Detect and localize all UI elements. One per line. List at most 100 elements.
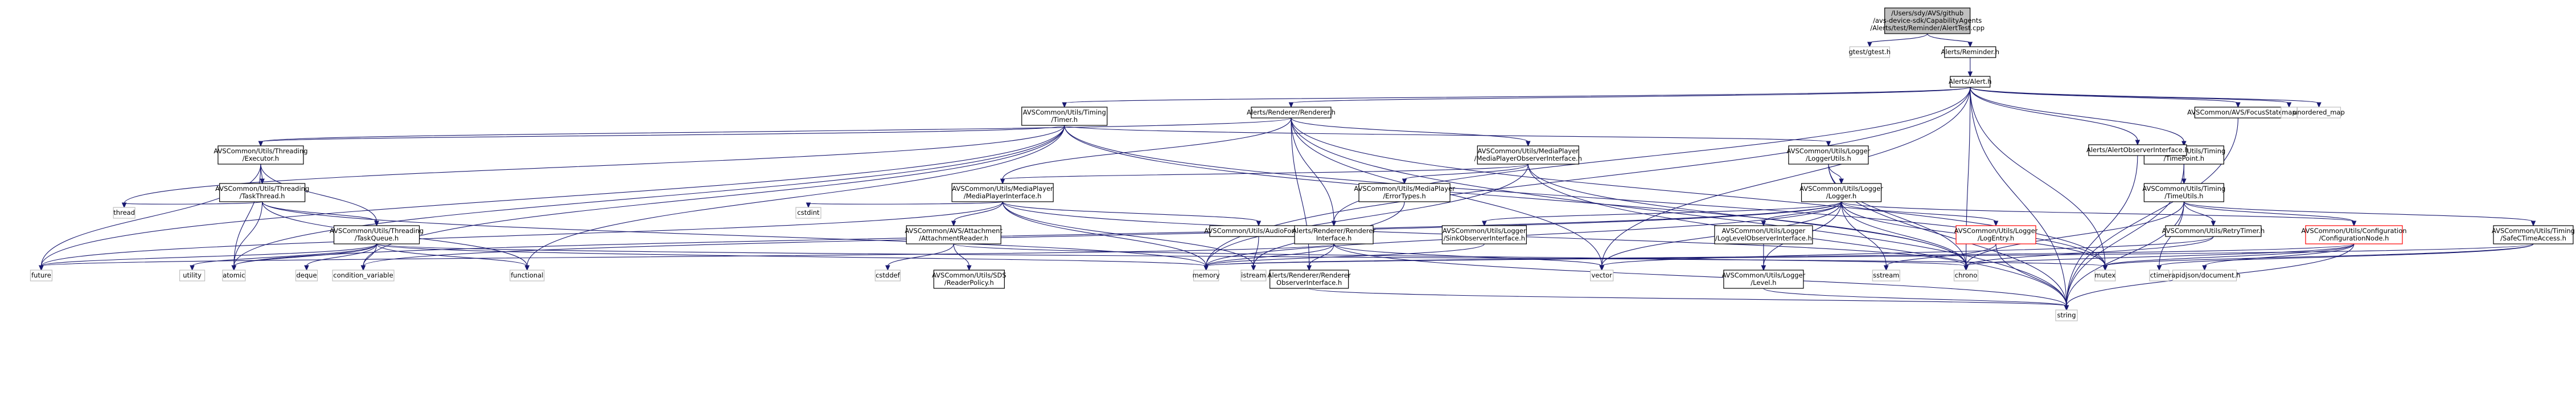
node-confignode[interactable]: AVSCommon/Utils/Configuration/Configurat… bbox=[2301, 225, 2407, 244]
node-loggerutils[interactable]: AVSCommon/Utils/Logger/LoggerUtils.h bbox=[1786, 145, 1871, 165]
edge-reminder-alert bbox=[1967, 58, 1973, 77]
node-safectime[interactable]: AVSCommon/Utils/Timing/SafeCTimeAccess.h bbox=[2492, 225, 2575, 244]
node-box bbox=[1294, 225, 1374, 244]
node-deque: deque bbox=[295, 270, 318, 281]
node-box bbox=[1441, 225, 1527, 244]
node-label: AVSCommon/Utils/MediaPlayer bbox=[952, 185, 1053, 193]
node-label: AVSCommon/Utils/Threading bbox=[330, 227, 424, 235]
node-label: /LoggerUtils.h bbox=[1806, 154, 1851, 162]
node-root[interactable]: /Users/sdy/AVS/github/avs-device-sdk/Cap… bbox=[1870, 7, 1985, 34]
node-box bbox=[1872, 270, 1900, 281]
node-box bbox=[217, 145, 304, 165]
edge-rendereriface-vector bbox=[1333, 243, 1604, 271]
node-timeutils[interactable]: AVSCommon/Utils/Timing/TimeUtils.h bbox=[2142, 183, 2225, 202]
node-box bbox=[1251, 107, 1332, 119]
edge-confignode-mutex bbox=[2102, 243, 2355, 271]
node-loglevelobs[interactable]: AVSCommon/Utils/Logger/LogLevelObserverI… bbox=[1714, 225, 1813, 244]
node-executor[interactable]: AVSCommon/Utils/Threading/Executor.h bbox=[213, 145, 308, 165]
edge-rendereriface-future bbox=[39, 243, 1334, 271]
edge-retrytimer-vector bbox=[1599, 236, 2214, 271]
edge-alert-focusstate bbox=[1970, 87, 2241, 108]
edge-taskqueue-future bbox=[39, 243, 377, 271]
node-timer[interactable]: AVSCommon/Utils/Timing/Timer.h bbox=[1021, 107, 1108, 126]
node-label: /LogLevelObserverInterface.h bbox=[1715, 234, 1812, 242]
edge-taskqueue-functional bbox=[376, 243, 530, 271]
node-logentry[interactable]: AVSCommon/Utils/Logger/LogEntry.h bbox=[1954, 225, 2038, 244]
node-label: AVSCommon/Utils/Threading bbox=[213, 147, 307, 155]
node-label: /Logger.h bbox=[1826, 192, 1856, 200]
node-box bbox=[1950, 76, 1991, 88]
node-box bbox=[1358, 183, 1451, 202]
node-reminder[interactable]: Alerts/Reminder.h bbox=[1941, 46, 1999, 58]
node-focusstate[interactable]: AVSCommon/AVS/FocusState.h bbox=[2187, 107, 2289, 119]
node-box bbox=[906, 225, 1001, 244]
node-attreader[interactable]: AVSCommon/AVS/Attachment/AttachmentReade… bbox=[905, 225, 1003, 244]
node-ctime: ctime bbox=[2149, 270, 2170, 281]
node-audiofmt[interactable]: AVSCommon/Utils/AudioFormat.h bbox=[1204, 225, 1313, 237]
node-label: /SafeCTimeAccess.h bbox=[2500, 234, 2566, 242]
edge-mpiface-cstdint bbox=[806, 201, 1003, 209]
node-label: sstream bbox=[1873, 271, 1899, 279]
node-box bbox=[1849, 46, 1890, 58]
node-renderer[interactable]: Alerts/Renderer/Renderer.h bbox=[1247, 107, 1336, 119]
node-errortypes[interactable]: AVSCommon/Utils/MediaPlayer/ErrorTypes.h bbox=[1354, 183, 1455, 202]
node-chrono: chrono bbox=[1953, 270, 1979, 281]
node-alertobs[interactable]: Alerts/AlertObserverInterface.h bbox=[2086, 144, 2189, 156]
node-taskqueue[interactable]: AVSCommon/Utils/Threading/TaskQueue.h bbox=[330, 225, 424, 244]
node-umap: unordered_map bbox=[2293, 107, 2345, 119]
node-box bbox=[1477, 145, 1579, 165]
node-logger[interactable]: AVSCommon/Utils/Logger/Logger.h bbox=[1799, 183, 1883, 202]
node-box bbox=[933, 270, 1005, 289]
node-label: AVSCommon/Utils/Logger bbox=[1443, 227, 1526, 235]
node-utility: utility bbox=[179, 270, 206, 281]
edge-taskthread-taskqueue bbox=[262, 201, 379, 227]
node-label: /TimePoint.h bbox=[2164, 154, 2205, 162]
node-retrytimer[interactable]: AVSCommon/Utils/RetryTimer.h bbox=[2162, 225, 2265, 237]
node-label: AVSCommon/Utils/MediaPlayer bbox=[1478, 147, 1579, 155]
edge-renderer-executor bbox=[258, 117, 1292, 147]
edge-root-gtest bbox=[1867, 33, 1928, 48]
node-taskthread[interactable]: AVSCommon/Utils/Threading/TaskThread.h bbox=[215, 183, 309, 202]
edge-mpobs-errortypes bbox=[1402, 164, 1529, 185]
node-label: string bbox=[2057, 311, 2076, 319]
node-readerpolicy[interactable]: AVSCommon/Utils/SDS/ReaderPolicy.h bbox=[932, 270, 1006, 289]
edge-attreader-cstddef bbox=[885, 243, 954, 271]
edge-logger-sstream bbox=[1840, 201, 1889, 271]
node-label: AVSCommon/Utils/RetryTimer.h bbox=[2162, 227, 2265, 235]
node-rendobs[interactable]: Alerts/Renderer/RendererObserverInterfac… bbox=[1268, 270, 1351, 289]
node-level[interactable]: AVSCommon/Utils/Logger/Level.h bbox=[1722, 270, 1806, 289]
node-label: ObserverInterface.h bbox=[1276, 279, 1342, 287]
edge-alert-alertobs bbox=[1970, 87, 2140, 146]
node-label: AVSCommon/Utils/Configuration bbox=[2301, 227, 2406, 235]
node-label: /Users/sdy/AVS/github bbox=[1891, 9, 1963, 17]
edge-safectime-mutex bbox=[2102, 243, 2534, 271]
node-label: AVSCommon/Utils/Logger bbox=[1786, 147, 1870, 155]
node-label: Alerts/Renderer/Renderer bbox=[1292, 227, 1375, 235]
edge-confignode-chrono bbox=[1963, 243, 2355, 271]
node-label: /AttachmentReader.h bbox=[919, 234, 988, 242]
node-label: /TimeUtils.h bbox=[2164, 192, 2203, 200]
node-sinkobs[interactable]: AVSCommon/Utils/Logger/SinkObserverInter… bbox=[1441, 225, 1527, 244]
node-label: /ReaderPolicy.h bbox=[944, 279, 994, 287]
edge-taskqueue-deque bbox=[304, 243, 377, 271]
edge-executor-atomic bbox=[231, 164, 261, 271]
node-box bbox=[1944, 46, 1996, 58]
node-cstddef: cstddef bbox=[874, 270, 901, 281]
node-box bbox=[2305, 225, 2403, 244]
node-box bbox=[333, 225, 420, 244]
node-label: AVSCommon/Utils/SDS bbox=[932, 271, 1006, 279]
node-label: /Executor.h bbox=[243, 154, 279, 162]
node-mpiface[interactable]: AVSCommon/Utils/MediaPlayer/MediaPlayerI… bbox=[951, 183, 1054, 202]
node-box bbox=[1953, 270, 1979, 281]
node-box bbox=[1240, 270, 1267, 281]
node-istream: istream bbox=[1240, 270, 1267, 281]
edge-executor-future bbox=[39, 164, 261, 271]
node-label: Alerts/AlertObserverInterface.h bbox=[2086, 146, 2189, 154]
node-label: cstdint bbox=[797, 209, 820, 217]
node-box bbox=[222, 270, 246, 281]
node-alert[interactable]: Alerts/Alert.h bbox=[1949, 76, 1992, 88]
node-gtest: gtest/gtest.h bbox=[1848, 46, 1891, 58]
node-mpobs[interactable]: AVSCommon/Utils/MediaPlayer/MediaPlayerO… bbox=[1474, 145, 1582, 165]
edge-alert-string bbox=[1970, 87, 2069, 311]
